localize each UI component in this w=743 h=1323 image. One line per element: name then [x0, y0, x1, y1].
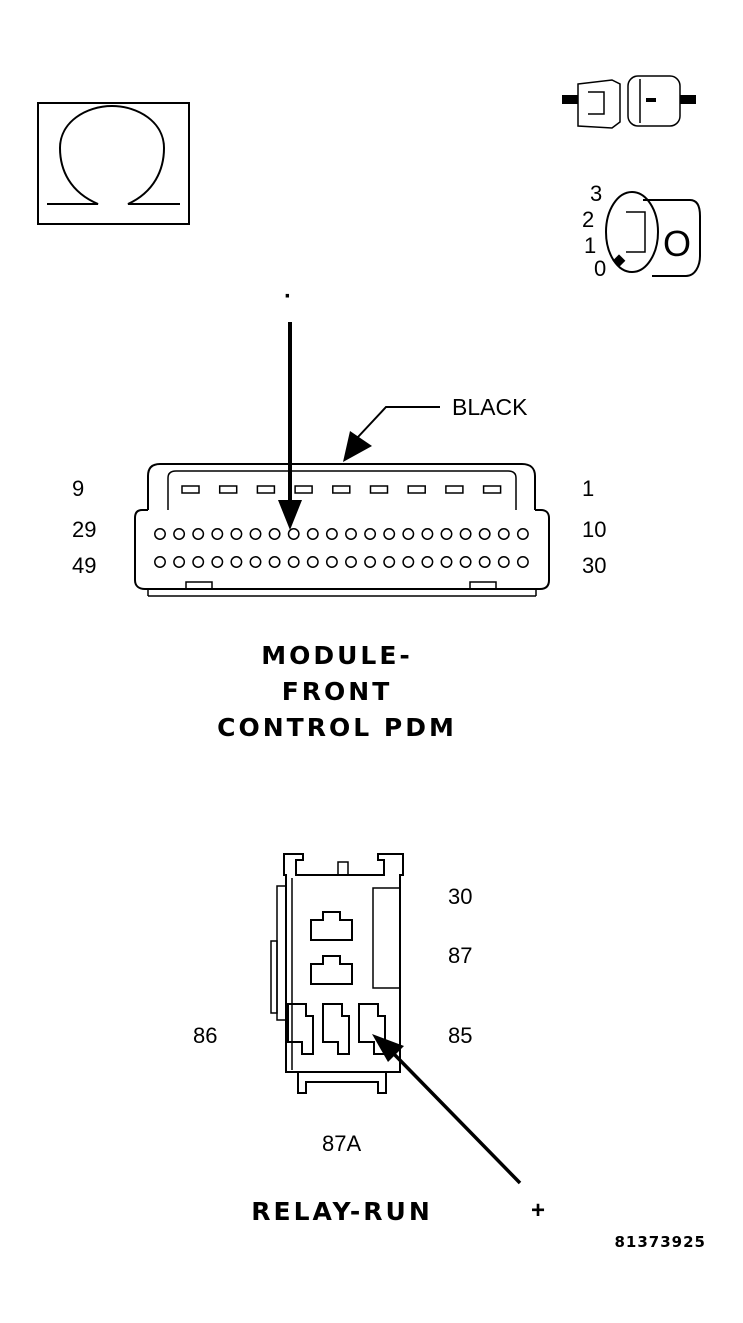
- connector-pin: [383, 528, 396, 540]
- connector-pin: [516, 556, 529, 568]
- connector-pin: [192, 556, 205, 568]
- connector-pin: [402, 556, 415, 568]
- connector-pin: [440, 556, 453, 568]
- connector-pin-row-2: [154, 556, 529, 568]
- connector-pin: [345, 528, 357, 540]
- connector-pin: [364, 528, 377, 540]
- pin-label-30: 30: [582, 553, 606, 578]
- connector-pin: [306, 556, 319, 568]
- connector-pin: [440, 528, 453, 540]
- connector-slot: [218, 485, 238, 494]
- ignition-pos-3: 3: [590, 181, 602, 206]
- connector-pin: [325, 556, 338, 568]
- connector-pin: [516, 528, 529, 540]
- connector-pin: [230, 528, 243, 540]
- ignition-pos-0: 0: [594, 256, 606, 281]
- connector-pin: [421, 528, 434, 540]
- connector-pin: [211, 556, 224, 568]
- connector-pin: [306, 528, 319, 540]
- relay-polarity: +: [531, 1197, 545, 1224]
- relay-pin-30: 30: [448, 884, 472, 909]
- ignition-key-icon: 3 2 1 0 O: [582, 181, 701, 281]
- connector-slot: [181, 485, 200, 494]
- color-label-arrowhead: [343, 431, 372, 462]
- connector-top-slots: [181, 485, 502, 494]
- pin-label-49: 49: [72, 553, 96, 578]
- connector-pin: [287, 556, 300, 568]
- relay-run-connector: [270, 853, 404, 1094]
- probe-arrowhead: [278, 500, 302, 530]
- connector-pin: [154, 528, 166, 540]
- module-connector: [134, 463, 550, 597]
- connector-pin: [173, 528, 186, 540]
- connector-pin: [478, 528, 491, 540]
- connector-disconnect-icon: [562, 75, 696, 129]
- module-title-line-1: MODULE-: [261, 641, 413, 670]
- connector-pin: [345, 556, 357, 568]
- connector-pin: [459, 556, 472, 568]
- connector-slot: [407, 485, 426, 494]
- connector-pin: [268, 556, 281, 568]
- connector-pin: [402, 528, 415, 540]
- pin-label-29: 29: [72, 517, 96, 542]
- connector-pin: [268, 528, 281, 540]
- connector-pin: [287, 528, 300, 540]
- pin-label-1: 1: [582, 476, 594, 501]
- connector-slot: [256, 485, 276, 494]
- connector-pin: [383, 556, 396, 568]
- relay-probe-arrowhead: [372, 1034, 404, 1062]
- relay-pin-85: 85: [448, 1023, 472, 1048]
- connector-pin: [249, 528, 262, 540]
- relay-pin-86: 86: [193, 1023, 217, 1048]
- connector-pin: [173, 556, 186, 568]
- module-title-line-3: CONTROL PDM: [217, 713, 457, 742]
- connector-pin: [497, 556, 510, 568]
- ignition-pos-2: 2: [582, 207, 594, 232]
- figure-id: 81373925: [615, 1233, 707, 1251]
- relay-pin-87: 87: [448, 943, 472, 968]
- connector-pin: [478, 556, 491, 568]
- connector-slot: [332, 485, 351, 494]
- probe-marker: ·: [284, 283, 292, 310]
- connector-pin: [192, 528, 205, 540]
- ohmmeter-symbol: [37, 102, 190, 225]
- connector-pin: [421, 556, 434, 568]
- connector-pin: [497, 528, 510, 540]
- ignition-key-letter: O: [663, 223, 691, 264]
- connector-slot: [294, 485, 313, 494]
- omega-icon: [47, 104, 180, 205]
- connector-pin-row-1: [154, 528, 529, 540]
- connector-pin: [211, 528, 224, 540]
- connector-slot: [445, 485, 464, 494]
- connector-color-label: BLACK: [452, 394, 528, 420]
- connector-pin: [459, 528, 472, 540]
- connector-slot: [482, 485, 502, 494]
- module-title-line-2: FRONT: [282, 677, 393, 706]
- connector-pin: [249, 556, 262, 568]
- pin-label-9: 9: [72, 476, 84, 501]
- ignition-pos-1: 1: [584, 233, 596, 258]
- relay-pin-87a: 87A: [322, 1131, 361, 1156]
- connector-slot: [369, 485, 389, 494]
- connector-pin: [325, 528, 338, 540]
- connector-pin: [154, 556, 166, 568]
- relay-probe-line: [390, 1050, 522, 1185]
- connector-pin: [364, 556, 377, 568]
- connector-pin: [230, 556, 243, 568]
- relay-title: RELAY-RUN: [251, 1197, 433, 1226]
- color-label-leader: [357, 406, 440, 438]
- pin-label-10: 10: [582, 517, 606, 542]
